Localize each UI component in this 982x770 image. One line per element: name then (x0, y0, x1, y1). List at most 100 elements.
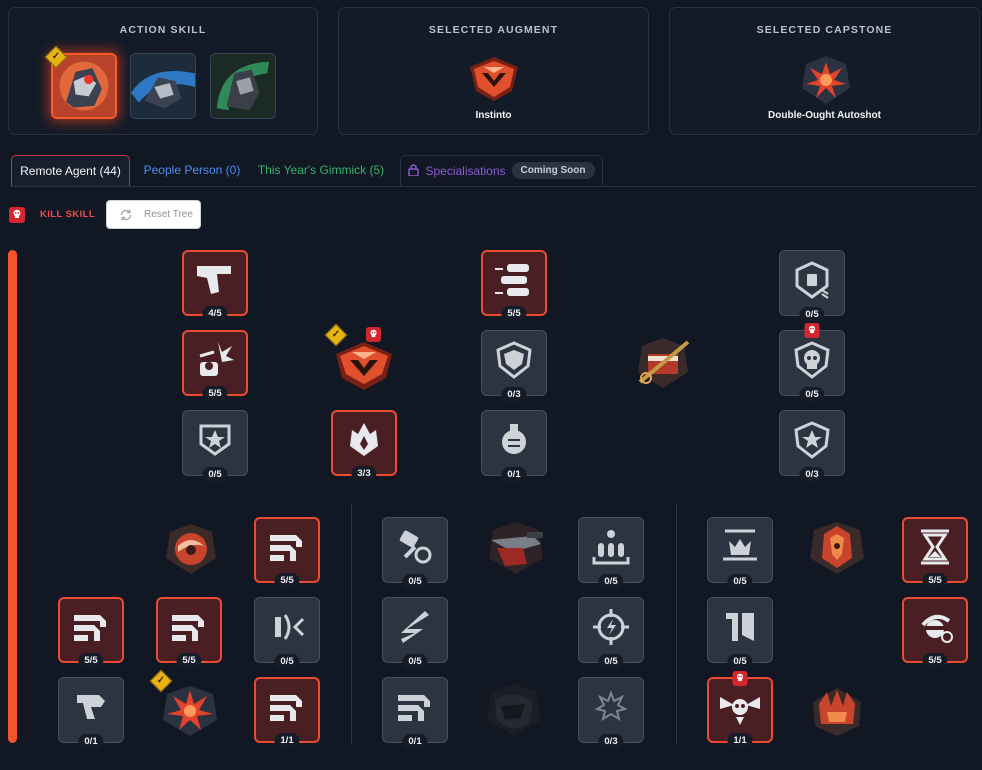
tree-progress-fill (8, 250, 17, 743)
skull-icon (794, 341, 830, 379)
capstone-emblem-icon[interactable] (798, 54, 854, 106)
capstone-title: SELECTED CAPSTONE (756, 24, 893, 36)
tab-label: Remote Agent (44) (20, 164, 121, 178)
refresh-icon (120, 209, 132, 221)
skill-node[interactable]: 0/1 (382, 677, 448, 749)
capstone-node-icon[interactable] (157, 682, 223, 740)
augment-node-icon[interactable] (330, 338, 398, 392)
augment-emblem-icon[interactable] (466, 53, 522, 105)
kill-skill-icon (9, 207, 25, 223)
skill-points: 0/3 (799, 467, 825, 482)
skill-node[interactable]: 5/5 (182, 330, 248, 401)
skill-node[interactable]: 0/3 (779, 410, 845, 482)
skill-node[interactable]: 1/1 (254, 677, 320, 748)
hourglass-icon (921, 529, 949, 565)
reset-tree-label: Reset Tree (144, 209, 193, 220)
crown-icon (723, 529, 757, 561)
ammo-icon (495, 263, 529, 296)
skill-node[interactable]: 0/5 (382, 517, 448, 589)
tab-label: This Year's Gimmick (5) (257, 163, 385, 177)
skill-points: 0/5 (799, 307, 825, 322)
skill-node[interactable]: 5/5 (254, 517, 320, 588)
skill-node[interactable]: 5/5 (156, 597, 222, 668)
skill-points: 0/5 (202, 467, 228, 482)
capstone-node-icon[interactable] (481, 680, 547, 740)
skill-points: 5/5 (501, 306, 527, 321)
skill-points: 0/5 (727, 574, 753, 589)
skill-points: 1/1 (274, 733, 300, 748)
skill-node[interactable]: 5/5 (58, 597, 124, 668)
shield-badge-icon (496, 341, 532, 379)
skill-points: 0/3 (501, 387, 527, 402)
reset-tree-button[interactable]: Reset Tree (106, 200, 201, 229)
skill-node[interactable]: 1/1 (707, 671, 773, 748)
skill-points: 0/5 (799, 387, 825, 402)
door-icon (726, 612, 754, 641)
action-skill-option-3[interactable] (210, 53, 276, 119)
skill-node[interactable]: 0/5 (578, 597, 644, 669)
bullets-icon (270, 534, 302, 561)
biohazard-icon (592, 529, 630, 565)
skill-points: 1/1 (727, 733, 753, 748)
bullets-icon (172, 614, 204, 641)
column-divider (676, 504, 677, 744)
skill-points: 0/1 (501, 467, 527, 482)
skill-node[interactable]: 0/5 (382, 597, 448, 669)
zigzag-icon (401, 610, 429, 643)
action-skill-option-2[interactable] (130, 53, 196, 119)
skill-node[interactable]: 0/5 (779, 250, 845, 322)
skill-node[interactable]: 0/5 (578, 517, 644, 589)
skill-node[interactable]: 0/1 (58, 677, 124, 749)
skill-node[interactable]: 0/1 (481, 410, 547, 482)
skill-points: 0/5 (402, 574, 428, 589)
skill-node[interactable]: 3/3 (331, 410, 397, 481)
capstone-node-icon[interactable] (805, 682, 869, 740)
skill-node[interactable]: 0/5 (707, 517, 773, 589)
skill-points: 5/5 (176, 653, 202, 668)
blast-icon (594, 689, 628, 721)
capstone-node-icon[interactable] (632, 334, 694, 392)
skill-node[interactable]: 0/3 (481, 330, 547, 402)
skill-node[interactable]: 0/5 (707, 597, 773, 669)
skill-points: 5/5 (202, 386, 228, 401)
skill-points: 5/5 (922, 573, 948, 588)
skill-points: 0/5 (274, 654, 300, 669)
skill-node[interactable]: 0/5 (182, 410, 248, 482)
augment-node-icon[interactable] (160, 520, 222, 578)
skill-node[interactable]: 0/3 (578, 677, 644, 749)
tab-underline (11, 186, 976, 187)
augment-title: SELECTED AUGMENT (428, 24, 559, 36)
kill-skill-badge-icon (366, 327, 381, 342)
action-skill-option-1[interactable] (51, 53, 117, 119)
augment-node-icon[interactable] (483, 518, 549, 578)
explosion-hand-icon (199, 341, 234, 376)
skill-node[interactable]: 5/5 (902, 517, 968, 588)
augment-node-icon[interactable] (806, 518, 868, 578)
skill-points: 0/1 (78, 734, 104, 749)
flame-icon (350, 422, 378, 456)
capstone-label: Double-Ought Autoshot (768, 110, 881, 121)
skill-node[interactable]: 5/5 (902, 597, 968, 668)
skill-points: 5/5 (78, 653, 104, 668)
skill-points: 5/5 (274, 573, 300, 588)
ammo-curl-icon (77, 694, 105, 719)
skill-node[interactable]: 5/5 (481, 250, 547, 321)
skill-node[interactable]: 0/5 (779, 323, 845, 402)
skill-points: 4/5 (202, 306, 228, 321)
tab-this-years-gimmick[interactable]: This Year's Gimmick (5) (257, 155, 385, 186)
bullets-icon (74, 614, 106, 641)
tab-people-person[interactable]: People Person (0) (139, 155, 245, 186)
skill-node[interactable]: 0/5 (254, 597, 320, 669)
skill-points: 0/5 (598, 654, 624, 669)
skill-node[interactable]: 4/5 (182, 250, 248, 321)
lock-icon (408, 164, 420, 176)
skill-points: 0/5 (727, 654, 753, 669)
tab-label: Specialisations (425, 164, 506, 178)
tab-remote-agent[interactable]: Remote Agent (44) (11, 155, 130, 186)
kill-skill-badge-icon (804, 323, 820, 338)
sound-icon (275, 613, 305, 640)
skill-points: 0/1 (402, 734, 428, 749)
skill-points: 0/5 (402, 654, 428, 669)
skill-points: 0/3 (598, 734, 624, 749)
